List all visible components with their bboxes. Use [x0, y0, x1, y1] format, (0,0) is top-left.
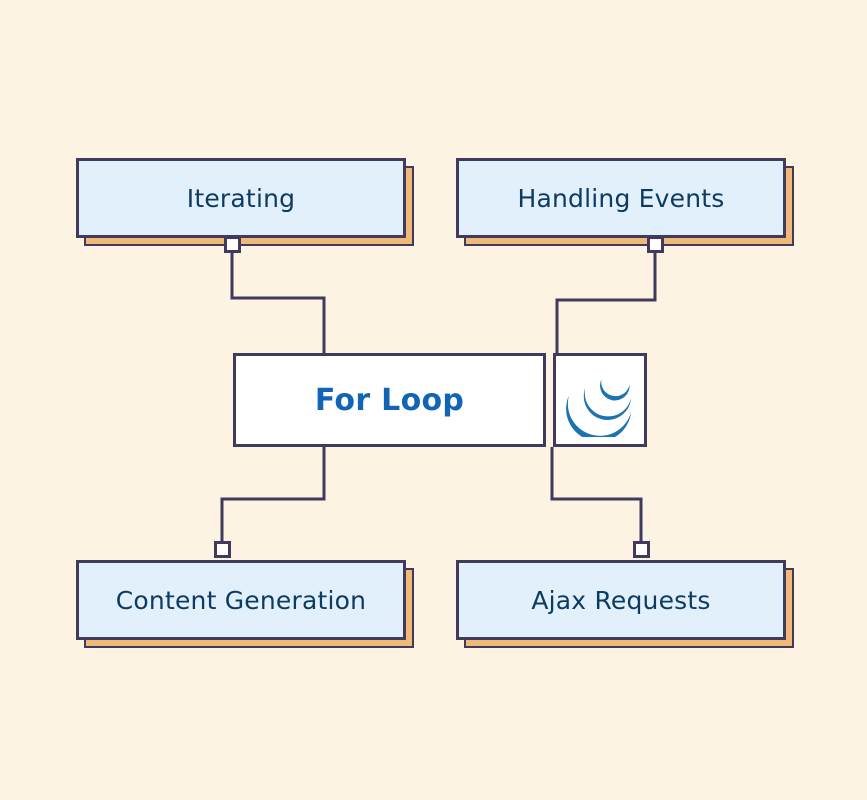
center-node-label: For Loop [314, 382, 465, 418]
connector-iterating [230, 250, 326, 353]
connector-ajax-requests [550, 447, 643, 550]
handle-handling-events[interactable] [647, 236, 664, 253]
node-label: Content Generation [115, 585, 367, 615]
node-label: Handling Events [517, 183, 725, 213]
handle-ajax-requests[interactable] [633, 541, 650, 558]
node-handling-events[interactable]: Handling Events [456, 158, 794, 246]
node-ajax-requests[interactable]: Ajax Requests [456, 560, 794, 648]
connector-content-generation [220, 447, 326, 550]
logo-box [553, 353, 647, 447]
node-face: Handling Events [456, 158, 786, 238]
node-label: Ajax Requests [531, 585, 711, 615]
node-content-generation[interactable]: Content Generation [76, 560, 414, 648]
node-label: Iterating [186, 183, 296, 213]
node-face: Ajax Requests [456, 560, 786, 640]
node-iterating[interactable]: Iterating [76, 158, 414, 246]
handle-iterating[interactable] [224, 236, 241, 253]
center-node-for-loop[interactable]: For Loop [233, 353, 546, 447]
node-face: Content Generation [76, 560, 406, 640]
node-face: Iterating [76, 158, 406, 238]
connector-handling-events [555, 250, 657, 353]
handle-content-generation[interactable] [214, 541, 231, 558]
jquery-logo-icon [566, 379, 632, 437]
